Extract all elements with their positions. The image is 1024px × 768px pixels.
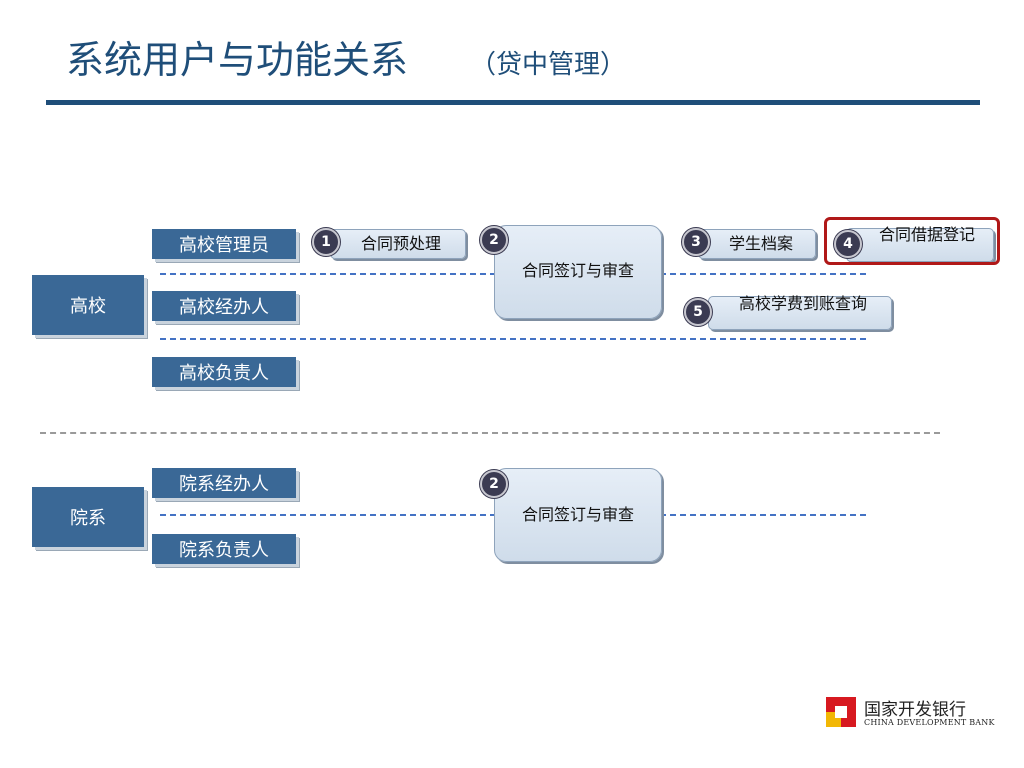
number-badge-2-dept: 2 [480, 470, 508, 498]
connector-line-handler [160, 338, 866, 340]
number-badge-5: 5 [684, 298, 712, 326]
role-dept-handler: 院系经办人 [152, 468, 296, 498]
function-label: 高校学费到账查询 [739, 294, 868, 313]
number-badge-2: 2 [480, 226, 508, 254]
page-title: 系统用户与功能关系 [66, 38, 409, 82]
function-student-archive: 学生档案 [698, 229, 816, 259]
logo-name-cn: 国家开发银行 [864, 700, 966, 720]
section-divider [40, 432, 940, 434]
highlight-frame [824, 217, 1000, 265]
function-contract-sign-review-dept: 合同签订与审查 [494, 468, 662, 562]
group-university: 高校 [32, 275, 144, 335]
function-contract-preprocess: 合同预处理 [330, 229, 466, 259]
bank-logo-icon [826, 697, 856, 727]
function-label: 合同签订与审查 [521, 505, 634, 524]
number-badge-1: 1 [312, 228, 340, 256]
function-label: 合同签订与审查 [521, 261, 634, 280]
group-department: 院系 [32, 487, 144, 547]
role-uni-head: 高校负责人 [152, 357, 296, 387]
number-badge-3: 3 [682, 228, 710, 256]
page-subtitle: （贷中管理） [470, 50, 627, 80]
role-dept-head: 院系负责人 [152, 534, 296, 564]
function-label: 学生档案 [729, 234, 794, 253]
function-contract-receipt-register: 合同借据登记 [846, 225, 994, 262]
role-uni-admin: 高校管理员 [152, 229, 296, 259]
title-underline [46, 100, 980, 105]
function-label: 合同借据登记 [879, 225, 976, 244]
function-contract-sign-review: 合同签订与审查 [494, 225, 662, 319]
function-label: 合同预处理 [361, 234, 442, 253]
number-badge-4: 4 [834, 230, 862, 258]
role-uni-handler: 高校经办人 [152, 291, 296, 321]
logo-name-en: CHINA DEVELOPMENT BANK [864, 718, 995, 727]
function-tuition-arrival-query: 高校学费到账查询 [708, 294, 892, 330]
